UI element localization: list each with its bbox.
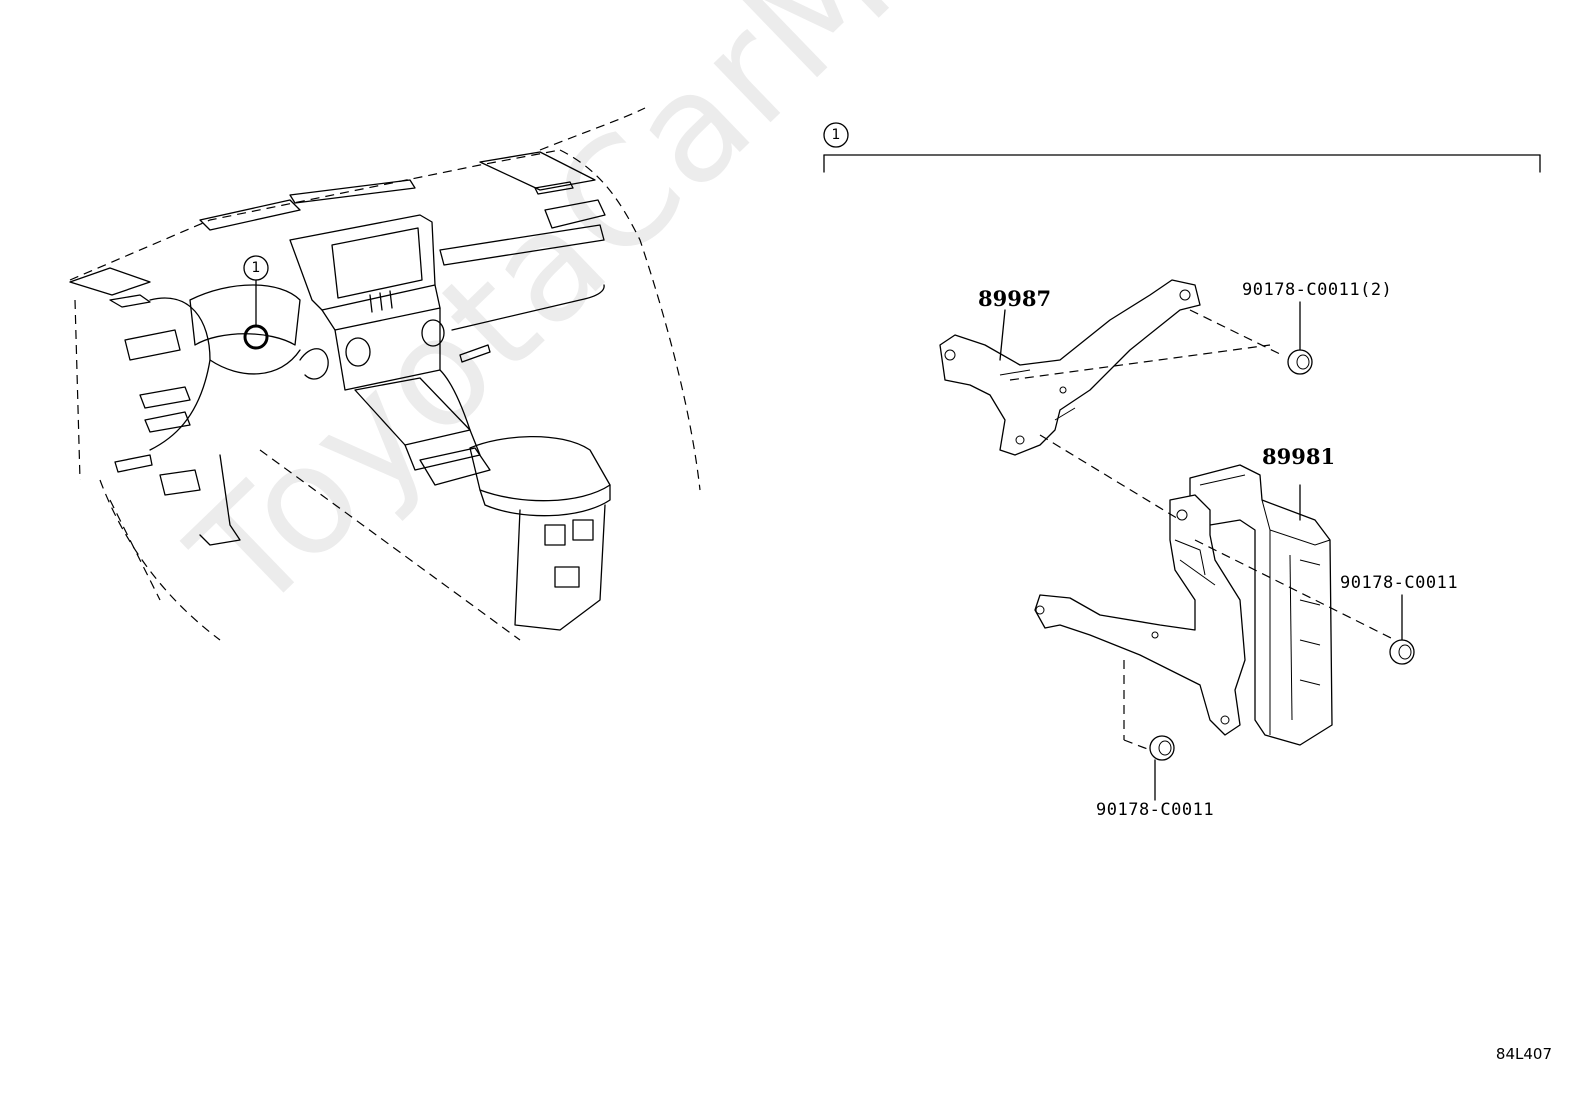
drawing-code: 84L407 — [1495, 1045, 1552, 1063]
assembly-bracket-line — [823, 122, 1541, 173]
nut-upper-drawing — [1287, 301, 1313, 375]
assembly-callout-number: 1 — [831, 127, 841, 143]
lower-bracket-drawing — [1034, 434, 1396, 751]
part-label-89981: 89981 — [1262, 444, 1336, 469]
dashboard-illustration — [69, 107, 701, 641]
nut-right-drawing — [1389, 594, 1415, 665]
part-label-nut-upper: 90178-C0011(2) — [1242, 280, 1393, 300]
part-label-89987: 89987 — [978, 286, 1052, 311]
part-label-nut-right: 90178-C0011 — [1340, 573, 1459, 593]
ecu-drawing — [1189, 464, 1333, 746]
nut-lower-drawing — [1149, 735, 1175, 801]
upper-bracket-drawing — [939, 279, 1283, 456]
part-label-nut-lower: 90178-C0011 — [1096, 800, 1215, 820]
dashboard-callout-number: 1 — [251, 260, 261, 276]
